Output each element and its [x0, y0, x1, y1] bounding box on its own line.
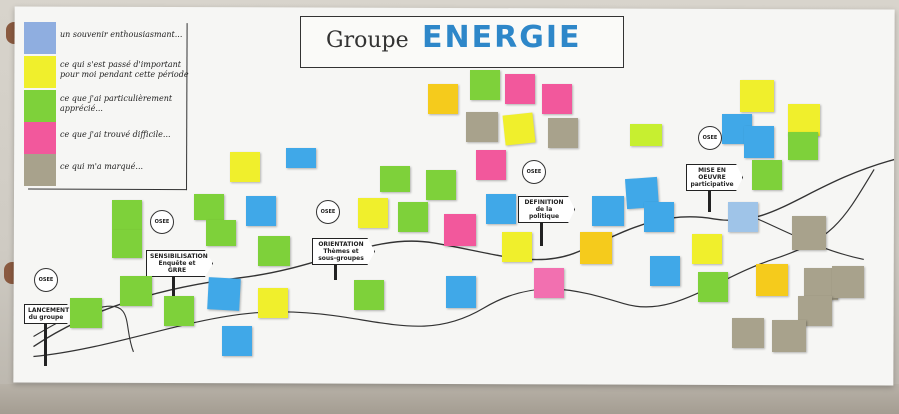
sticky-note: [207, 277, 241, 311]
legend-text-blue: un souvenir enthousiasmant...: [60, 30, 183, 39]
sticky-note: [112, 230, 142, 258]
legend-text-yellow: ce qui s'est passé d'important pour moi …: [60, 60, 189, 79]
sticky-note: [120, 276, 152, 306]
sticky-note: [206, 220, 236, 246]
sticky-note: [732, 318, 764, 348]
sticky-note: [534, 268, 564, 298]
legend-swatch-blue: [24, 22, 56, 54]
sticky-note: [358, 198, 388, 228]
sticky-note: [740, 80, 774, 112]
signpost-definition-pole: [540, 212, 543, 246]
sticky-note: [752, 160, 782, 190]
sticky-note: [744, 126, 774, 158]
legend-text-pink: ce que j'ai trouvé difficile...: [60, 130, 171, 139]
sticky-note: [792, 216, 826, 250]
sticky-note: [258, 288, 288, 318]
sticky-note: [112, 200, 142, 230]
sign-lancement: LANCEMENT du groupe: [24, 304, 73, 324]
sticky-note: [542, 84, 572, 114]
sticky-note: [548, 118, 578, 148]
sticky-note: [380, 166, 410, 192]
sticky-note: [476, 150, 506, 180]
title-banner: [300, 16, 624, 68]
sticky-note: [354, 280, 384, 310]
signpost-sensibilisation-pole: [172, 268, 175, 302]
legend-swatch-taupe: [24, 154, 56, 186]
legend-swatch-pink: [24, 122, 56, 154]
sticky-note: [444, 214, 476, 246]
sticky-note: [222, 326, 252, 356]
bulb-1: OSEE: [34, 268, 58, 292]
legend-swatch-yellow: [24, 56, 56, 88]
sticky-note: [246, 196, 276, 226]
sticky-note: [772, 320, 806, 352]
path-line-left-loop: [33, 305, 134, 353]
bulb-2: OSEE: [150, 210, 174, 234]
legend-swatch-green: [24, 90, 56, 122]
sticky-note: [728, 202, 758, 232]
sticky-note: [502, 232, 532, 262]
sign-orientation: ORIENTATION Thèmes et sous-groupes: [312, 238, 375, 265]
sticky-note: [505, 74, 535, 104]
sticky-note: [70, 298, 102, 328]
sticky-note: [502, 112, 536, 146]
title-prefix: Groupe: [326, 28, 409, 53]
sticky-note: [592, 196, 624, 226]
sign-sensibilisation: SENSIBILISATION Enquête et GRRE: [146, 250, 213, 277]
signpost-orientation-pole: [334, 252, 337, 280]
sticky-note: [650, 256, 680, 286]
sticky-note: [832, 266, 864, 298]
sticky-note: [194, 194, 224, 220]
sticky-note: [698, 272, 728, 302]
floor: [0, 384, 899, 414]
signpost-lancement-pole: [44, 318, 47, 366]
sticky-note: [426, 170, 456, 200]
sticky-note: [788, 132, 818, 160]
legend-text-green: ce que j'ai particulièrement apprécié...: [60, 94, 173, 113]
title-main: ENERGIE: [422, 20, 582, 55]
sticky-note: [428, 84, 458, 114]
signpost-mise-pole: [708, 176, 711, 212]
sticky-note: [470, 70, 500, 100]
sticky-note: [580, 232, 612, 264]
sticky-note: [486, 194, 516, 224]
bulb-5: OSEE: [698, 126, 722, 150]
legend-text-taupe: ce qui m'a marqué...: [60, 162, 144, 171]
sticky-note: [466, 112, 498, 142]
sticky-note: [286, 148, 316, 168]
sticky-note: [756, 264, 788, 296]
sticky-note: [230, 152, 260, 182]
sticky-note: [692, 234, 722, 264]
sticky-note: [164, 296, 194, 326]
sticky-note: [258, 236, 290, 266]
sign-definition: DEFINITION de la politique: [518, 196, 575, 223]
sticky-note: [398, 202, 428, 232]
sticky-note: [788, 104, 820, 136]
sticky-note: [630, 124, 662, 146]
sticky-note: [446, 276, 476, 308]
sign-mise-en-oeuvre: MISE EN OEUVRE participative: [686, 164, 743, 191]
sticky-note: [644, 202, 674, 232]
bulb-4: OSEE: [522, 160, 546, 184]
bulb-3: OSEE: [316, 200, 340, 224]
